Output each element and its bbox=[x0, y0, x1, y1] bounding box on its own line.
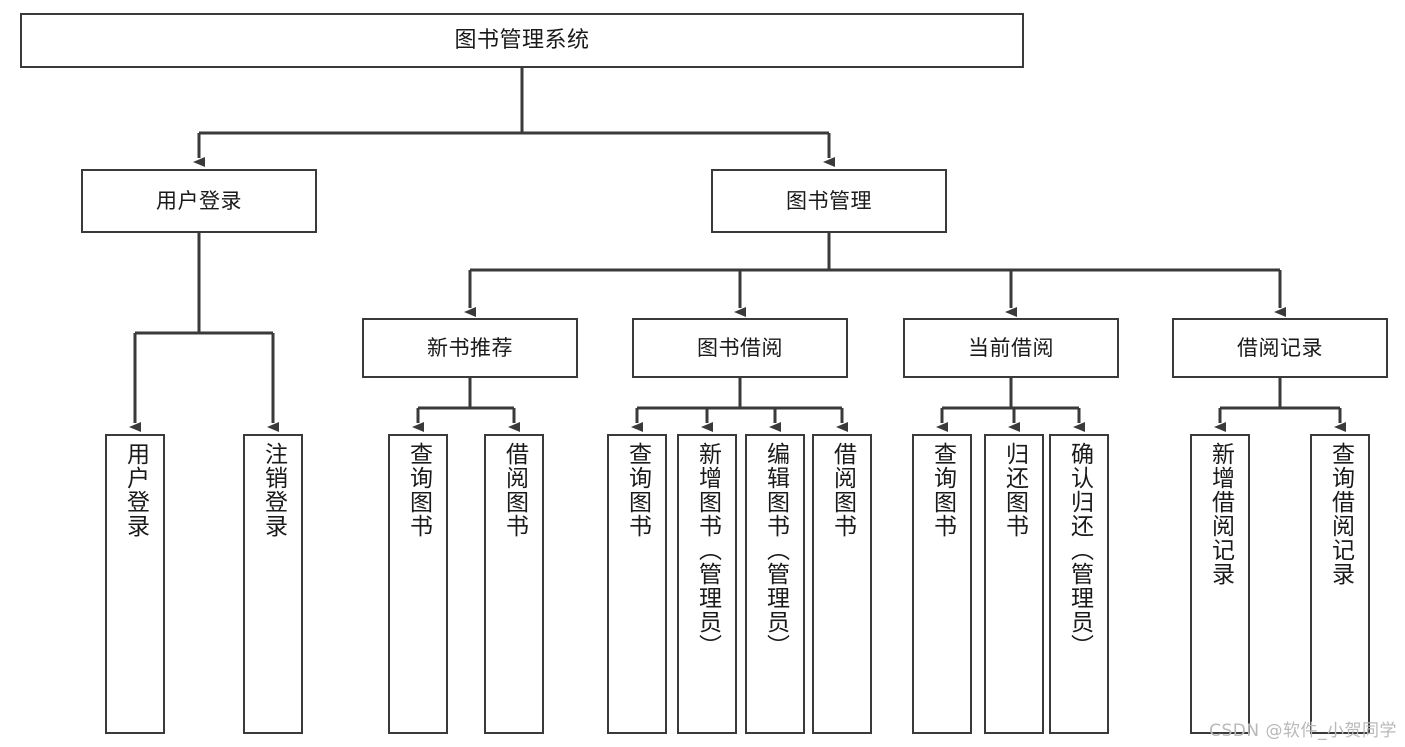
node-leaf-return-book[interactable]: 归还图书 bbox=[984, 434, 1044, 734]
node-leaf-query-book-1[interactable]: 查询图书 bbox=[388, 434, 448, 734]
node-leaf-borrow-book-2-label: 借阅图书 bbox=[829, 442, 856, 538]
node-leaf-user-logout-label: 注销登录 bbox=[260, 442, 287, 538]
node-current-borrow[interactable]: 当前借阅 bbox=[903, 318, 1119, 378]
node-leaf-query-book-2[interactable]: 查询图书 bbox=[607, 434, 667, 734]
node-new-book-recommend[interactable]: 新书推荐 bbox=[362, 318, 578, 378]
node-root-label: 图书管理系统 bbox=[454, 27, 590, 53]
node-book-borrow[interactable]: 图书借阅 bbox=[632, 318, 848, 378]
node-user-login-label: 用户登录 bbox=[156, 188, 242, 213]
node-leaf-user-login[interactable]: 用户登录 bbox=[105, 434, 165, 734]
node-book-borrow-label: 图书借阅 bbox=[697, 335, 783, 360]
node-leaf-query-record-label: 查询借阅记录 bbox=[1327, 442, 1354, 586]
node-book-manage-label: 图书管理 bbox=[786, 188, 872, 213]
node-new-book-recommend-label: 新书推荐 bbox=[427, 335, 513, 360]
node-leaf-edit-book[interactable]: 编辑图书（管理员） bbox=[745, 434, 805, 734]
node-leaf-return-book-label: 归还图书 bbox=[1001, 442, 1028, 538]
node-leaf-add-record-label: 新增借阅记录 bbox=[1207, 442, 1234, 586]
node-leaf-edit-book-label: 编辑图书（管理员） bbox=[762, 442, 789, 658]
node-leaf-add-book[interactable]: 新增图书（管理员） bbox=[677, 434, 737, 734]
node-book-manage[interactable]: 图书管理 bbox=[711, 169, 947, 233]
watermark-text: CSDN @软件_小贺同学 bbox=[1209, 721, 1397, 741]
node-leaf-confirm-return-label: 确认归还（管理员） bbox=[1066, 442, 1093, 658]
node-leaf-user-login-label: 用户登录 bbox=[122, 442, 149, 538]
node-leaf-borrow-book-2[interactable]: 借阅图书 bbox=[812, 434, 872, 734]
node-leaf-confirm-return[interactable]: 确认归还（管理员） bbox=[1049, 434, 1109, 734]
node-user-login[interactable]: 用户登录 bbox=[81, 169, 317, 233]
node-leaf-query-book-3-label: 查询图书 bbox=[929, 442, 956, 538]
node-root[interactable]: 图书管理系统 bbox=[20, 13, 1024, 68]
node-leaf-query-record[interactable]: 查询借阅记录 bbox=[1310, 434, 1370, 734]
node-leaf-query-book-3[interactable]: 查询图书 bbox=[912, 434, 972, 734]
node-borrow-record-label: 借阅记录 bbox=[1237, 335, 1323, 360]
node-borrow-record[interactable]: 借阅记录 bbox=[1172, 318, 1388, 378]
node-leaf-query-book-2-label: 查询图书 bbox=[624, 442, 651, 538]
node-leaf-borrow-book-1-label: 借阅图书 bbox=[501, 442, 528, 538]
node-leaf-add-record[interactable]: 新增借阅记录 bbox=[1190, 434, 1250, 734]
node-leaf-borrow-book-1[interactable]: 借阅图书 bbox=[484, 434, 544, 734]
node-leaf-add-book-label: 新增图书（管理员） bbox=[694, 442, 721, 658]
node-current-borrow-label: 当前借阅 bbox=[968, 335, 1054, 360]
node-leaf-query-book-1-label: 查询图书 bbox=[405, 442, 432, 538]
node-leaf-user-logout[interactable]: 注销登录 bbox=[243, 434, 303, 734]
